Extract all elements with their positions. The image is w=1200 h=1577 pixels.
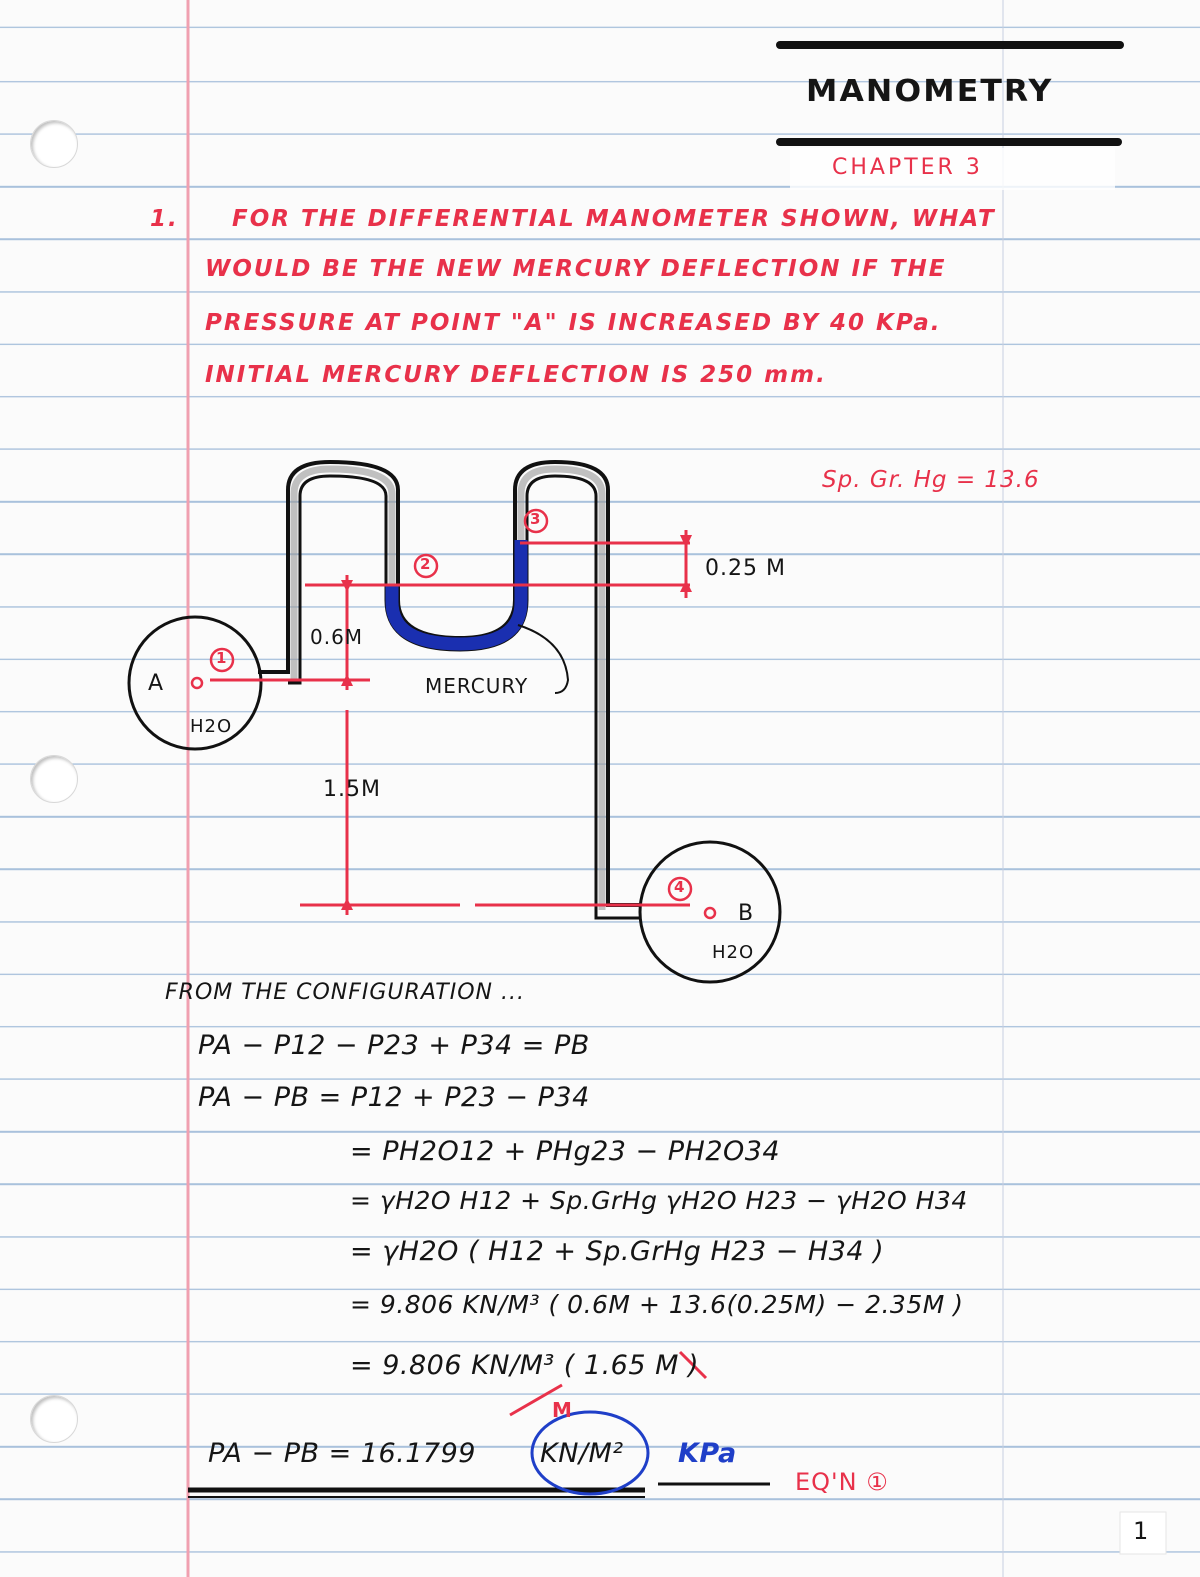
point-2-circle: [413, 553, 439, 579]
equation-reference: EQ'N ①: [795, 1468, 889, 1496]
tube-left-outer: [258, 459, 400, 674]
mercury-fill: [385, 540, 528, 651]
point-1-circle: [209, 647, 235, 673]
point-4-circle: [667, 876, 693, 902]
mercury-leader: [517, 624, 570, 694]
page-title: MANOMETRY: [806, 74, 1054, 109]
arrow-tick: [341, 580, 353, 592]
unit-correction: M: [552, 1398, 573, 1422]
equation-line-3: = PH2O12 + PHg23 − PH2O34: [350, 1136, 781, 1167]
point-3-label: 3: [530, 510, 542, 528]
tube-shade-left: [290, 465, 396, 680]
point-3-circle: [523, 508, 549, 534]
page-number-box: [1119, 1511, 1167, 1555]
vessel-a: [127, 615, 263, 751]
vessel-b-fluid: H2O: [712, 942, 755, 963]
equation-line-5: = γH2O ( H12 + Sp.GrHg H23 − H34 ): [350, 1236, 885, 1267]
equation-line-2: PA − PB = P12 + P23 − P34: [198, 1082, 590, 1113]
derivation-intro: FROM THE CONFIGURATION ...: [165, 980, 525, 1005]
page-number: 1: [1133, 1517, 1150, 1545]
dimension-15: 1.5M: [323, 777, 381, 802]
point-a-marker: [190, 676, 204, 690]
arrow-tick: [341, 898, 353, 910]
strike-m: [678, 1350, 708, 1380]
problem-line-3: PRESSURE AT POINT "A" IS INCREASED BY 40…: [205, 310, 942, 336]
punch-hole-top: [30, 120, 78, 168]
specific-gravity-label: Sp. Gr. Hg = 13.6: [822, 467, 1040, 493]
equation-line-1: PA − P12 − P23 + P34 = PB: [198, 1030, 590, 1061]
mercury-label: MERCURY: [425, 674, 529, 698]
dimension-06: 0.6M: [310, 625, 364, 649]
vessel-b: [638, 840, 782, 984]
result-line: PA − PB = 16.1799: [208, 1438, 476, 1469]
point-b-label: B: [738, 901, 755, 926]
problem-line-2: WOULD BE THE NEW MERCURY DEFLECTION IF T…: [205, 256, 947, 282]
problem-line-1: FOR THE DIFFERENTIAL MANOMETER SHOWN, WH…: [232, 206, 996, 232]
strike-m3: [509, 1383, 563, 1417]
problem-line-4: INITIAL MERCURY DEFLECTION IS 250 mm.: [205, 362, 827, 388]
point-b-marker: [703, 906, 717, 920]
punch-hole-bottom: [30, 1395, 78, 1443]
point-a-label: A: [148, 671, 165, 696]
chapter-label: CHAPTER 3: [832, 155, 983, 180]
white-tape: [790, 148, 1115, 190]
arrow-tick: [680, 535, 692, 548]
point-1-label: 1: [216, 649, 228, 667]
dimension-025: 0.25 M: [705, 556, 786, 581]
tube-left-inner: [288, 474, 388, 685]
equation-line-7: = 9.806 KN/M³ ( 1.65 M ): [350, 1350, 700, 1381]
tube-shade-right: [517, 465, 606, 910]
problem-number: 1.: [150, 206, 179, 232]
arrow-tick: [341, 674, 353, 686]
vessel-a-fluid: H2O: [190, 716, 233, 737]
result-unit-kpa: KPa: [678, 1438, 737, 1469]
punch-hole-middle: [30, 755, 78, 803]
equation-line-4: = γH2O H12 + Sp.GrHg γH2O H23 − γH2O H34: [350, 1186, 968, 1215]
arrow-tick: [680, 580, 692, 592]
point-4-label: 4: [674, 878, 686, 896]
equation-line-6: = 9.806 KN/M³ ( 0.6M + 13.6(0.25M) − 2.3…: [350, 1290, 964, 1319]
result-unit: KN/M²: [540, 1438, 624, 1469]
unit-highlight-circle: [530, 1410, 650, 1496]
point-2-label: 2: [420, 555, 432, 573]
